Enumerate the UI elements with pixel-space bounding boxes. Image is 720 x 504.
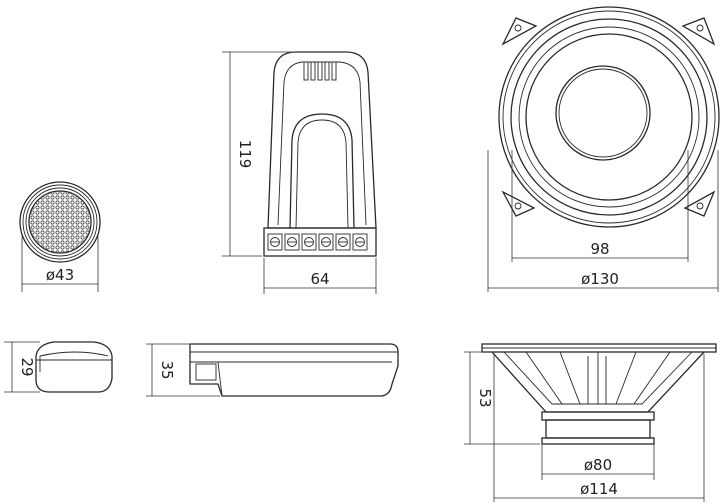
crossover-terminals — [267, 233, 368, 251]
crossover-side-view: 35 — [146, 343, 399, 397]
woofer-inner-diameter-label: 98 — [590, 240, 609, 258]
woofer-side-view: 53 ø80 ø114 — [464, 343, 717, 502]
woofer-cutout-diameter-label: ø114 — [580, 480, 618, 498]
tweeter-diameter-label: ø43 — [46, 266, 74, 284]
crossover-front-view: 119 64 — [222, 51, 377, 294]
crossover-width-label: 64 — [310, 270, 329, 288]
tweeter-front-view: ø43 — [19, 181, 101, 292]
woofer-front-view: 98 ø130 — [487, 6, 720, 292]
crossover-side-height-label: 35 — [158, 360, 176, 379]
woofer-magnet-diameter-label: ø80 — [584, 456, 612, 474]
tweeter-side-view: 29 — [4, 341, 113, 393]
crossover-height-label: 119 — [236, 140, 254, 169]
woofer-outer-diameter-label: ø130 — [581, 270, 619, 288]
crossover-vent-slots — [303, 61, 337, 81]
woofer-depth-label: 53 — [476, 388, 494, 407]
tweeter-height-label: 29 — [18, 357, 36, 376]
